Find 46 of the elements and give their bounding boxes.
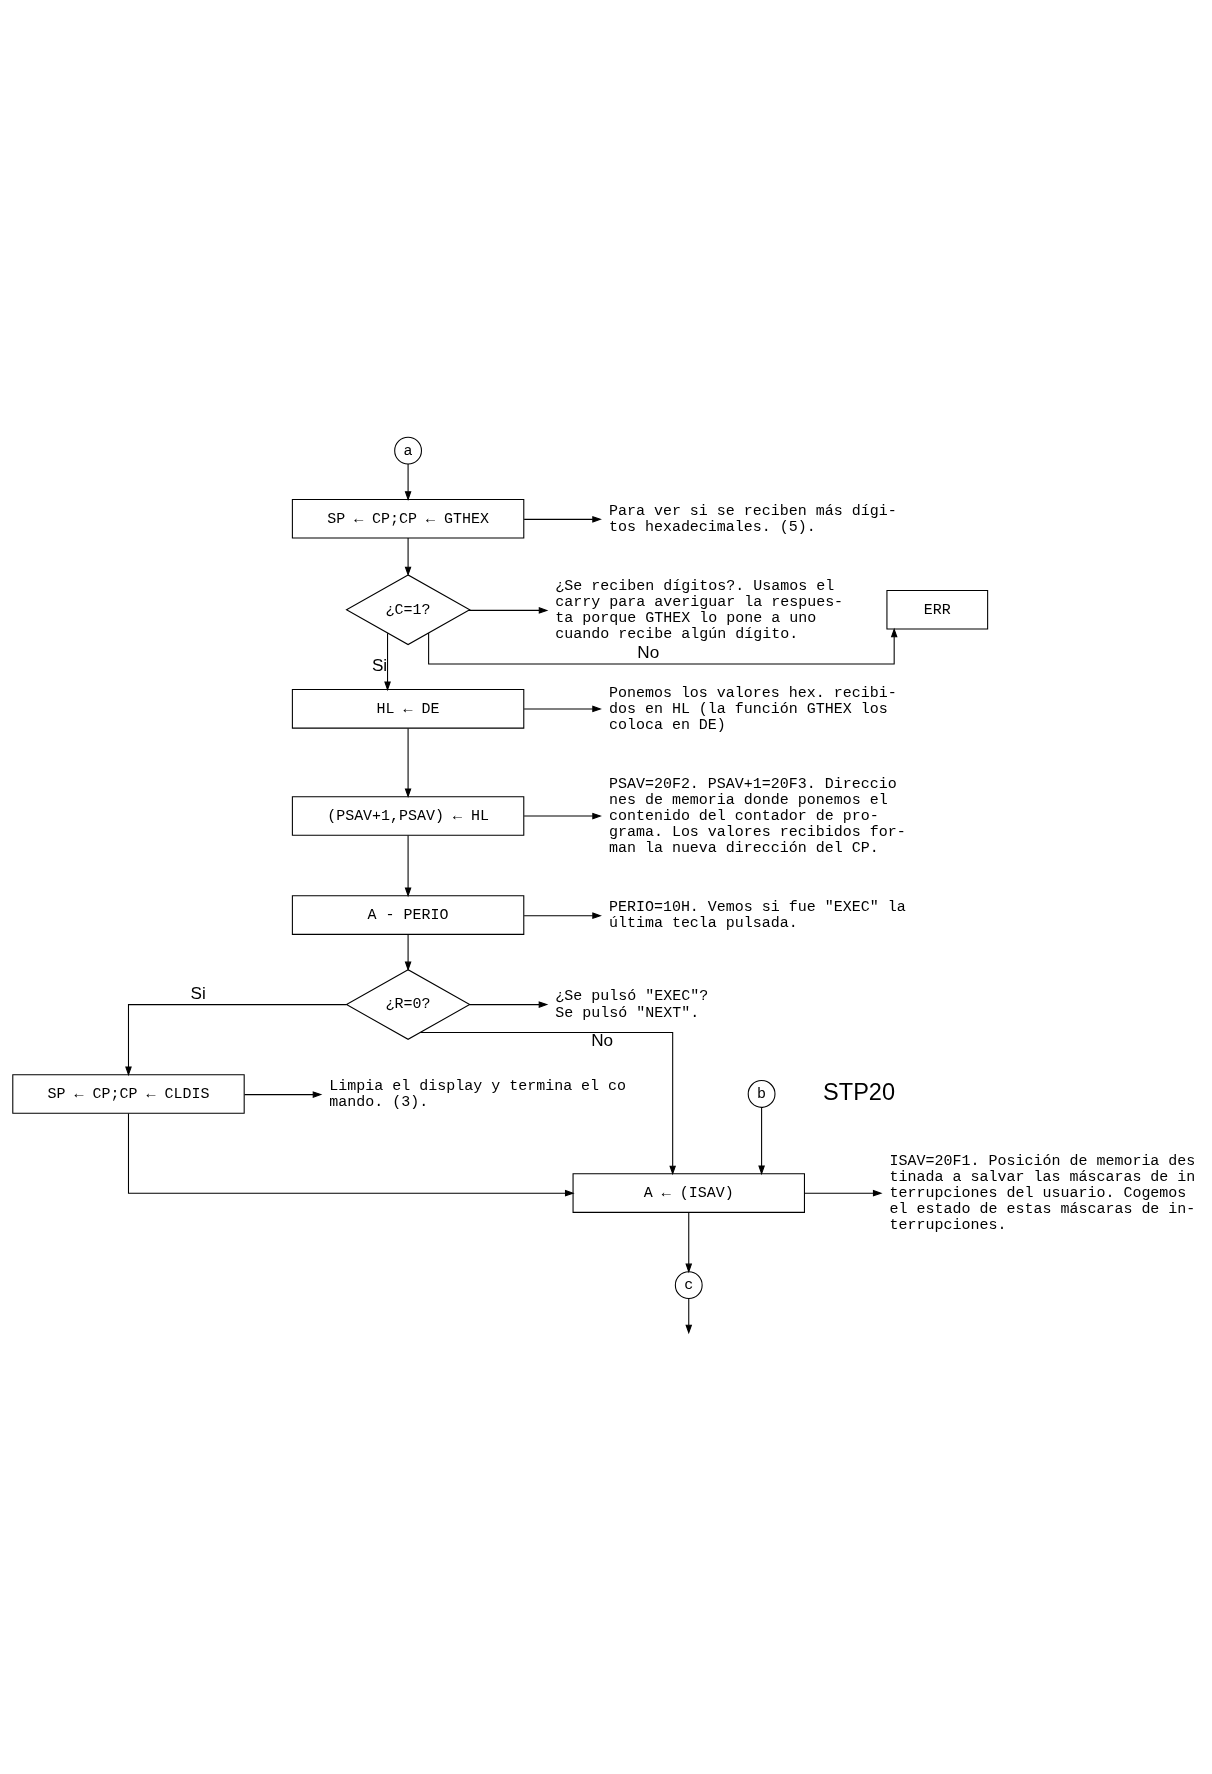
arrow: [125, 1004, 347, 1077]
arrow: [468, 607, 549, 614]
node-box: A ← (ISAV): [572, 1173, 805, 1213]
node-circle: c: [674, 1271, 703, 1300]
node-text: ¿Se pulsó "EXEC"? Se pulsó "NEXT".: [555, 988, 709, 1022]
edge-label: No: [637, 642, 660, 663]
arrow: [685, 1212, 693, 1274]
edge-label: Si: [190, 983, 206, 1004]
arrow: [404, 933, 412, 972]
arrow: [404, 835, 412, 898]
arrow: [685, 1298, 693, 1335]
node-box: A - PERIO: [291, 895, 525, 935]
arrow: [523, 812, 602, 820]
node-text: Limpia el display y termina el co mando. (3).: [329, 1077, 627, 1111]
node-text: ISAV=20F1. Posición de memoria des tinada a salvar las máscaras de in terrupciones del usuario. Cogemos el estado de estas máscaras de in- terrupciones.: [889, 1152, 1196, 1235]
node-box: SP ← CP;CP ← CLDIS: [12, 1074, 245, 1114]
node-box: (PSAV+1,PSAV) ← HL: [291, 796, 525, 836]
arrow: [523, 705, 602, 713]
arrow: [523, 912, 602, 920]
arrow: [127, 1113, 575, 1197]
node-text: Para ver si se reciben más dígi- tos hexadecimales. (5).: [608, 502, 897, 536]
arrow: [523, 515, 602, 523]
node-box: SP ← CP;CP ← GTHEX: [291, 498, 525, 539]
arrow: [404, 463, 412, 501]
arrow: [244, 1091, 323, 1098]
arrow: [404, 727, 412, 799]
arrow: [428, 627, 898, 665]
arrow: [384, 632, 391, 692]
node-box: HL ← DE: [291, 689, 525, 729]
arrow: [804, 1189, 883, 1197]
node-text: PSAV=20F2. PSAV+1=20F3. Direccio nes de memoria donde ponemos el contenido del contador de pro- grama. Los valores recibidos for- man la nueva dirección del CP.: [608, 775, 906, 858]
node-text: ¿Se reciben dígitos?. Usamos el carry para averiguar la respues- ta porque GTHEX lo pone a uno cuando recibe algún dígito.: [555, 577, 844, 643]
node-diamond: ¿R=0?: [345, 969, 471, 1040]
label: STP20: [823, 1078, 896, 1105]
arrow: [758, 1107, 765, 1176]
arrow: [404, 537, 412, 577]
node-circle: a: [394, 436, 422, 465]
node-text: PERIO=10H. Vemos si fue "EXEC" la última tecla pulsada.: [608, 899, 906, 933]
node-text: Ponemos los valores hex. recibi- dos en HL (la función GTHEX los coloca en DE): [608, 684, 897, 734]
node-diamond: ¿C=1?: [345, 574, 471, 646]
arrow: [469, 1001, 549, 1008]
edge-label: Si: [371, 655, 388, 676]
node-box: ERR: [886, 589, 989, 630]
edge-label: No: [591, 1030, 614, 1051]
arrow: [419, 1031, 677, 1176]
node-circle: b: [747, 1080, 776, 1108]
